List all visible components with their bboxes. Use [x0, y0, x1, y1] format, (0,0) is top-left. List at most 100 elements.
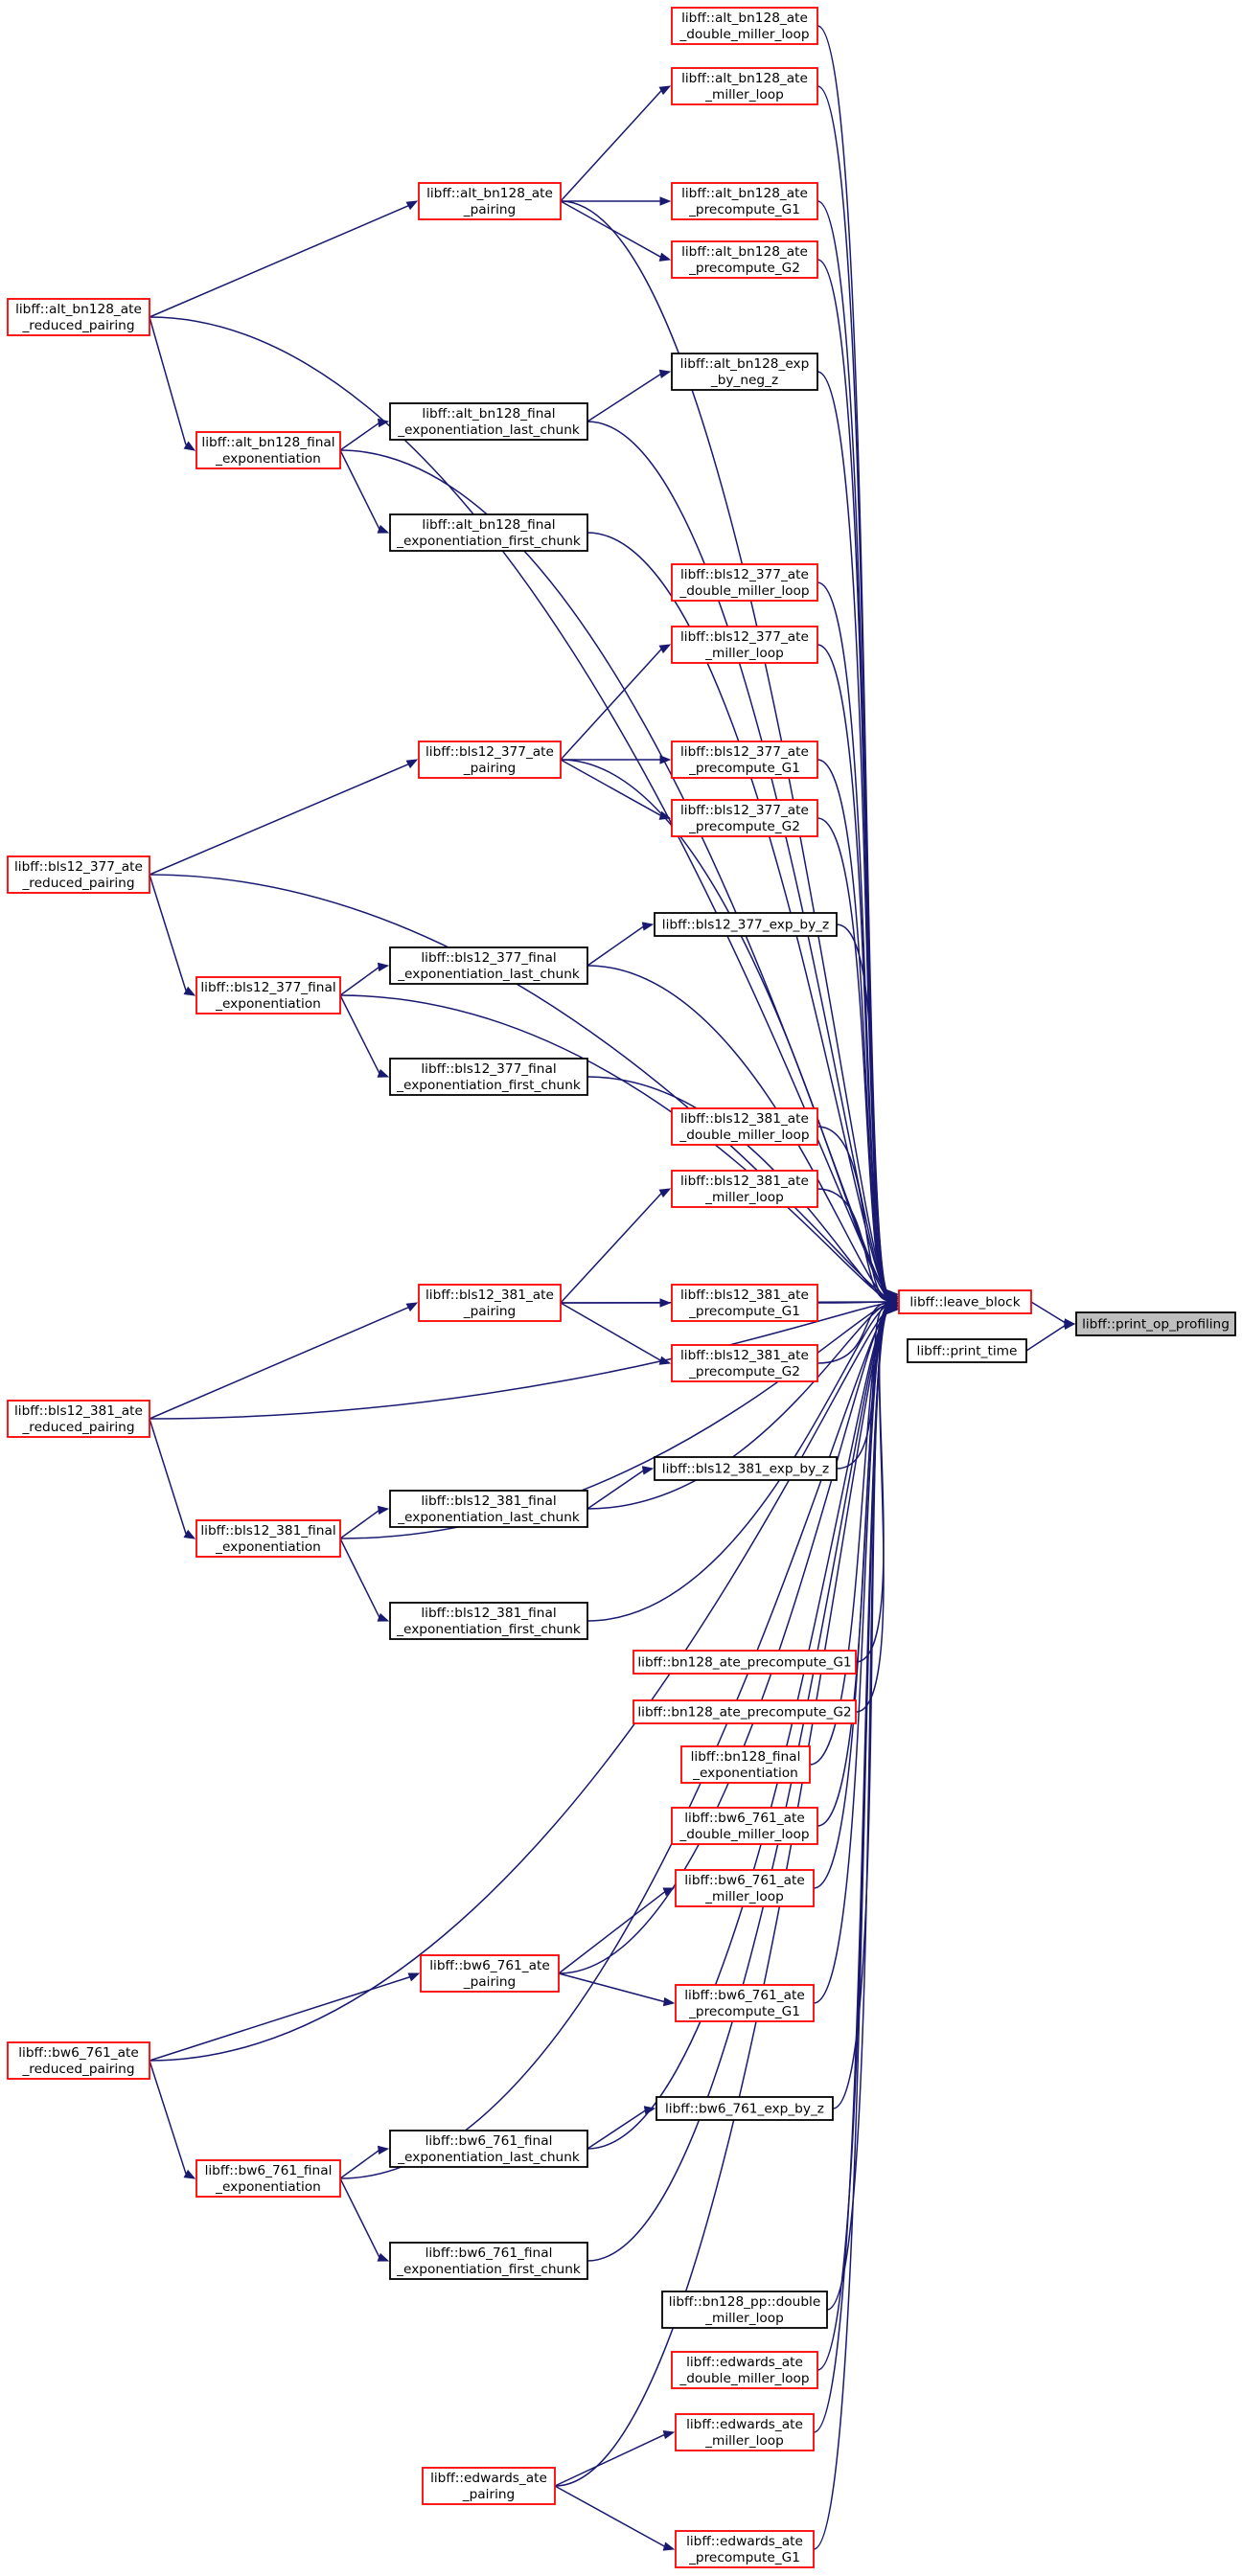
- node-label: libff::bw6_761_final: [426, 2133, 553, 2149]
- node-label: libff::bls12_377_final: [421, 1061, 556, 1077]
- node-box: [196, 431, 341, 469]
- node-alt-fef[interactable]: libff::alt_bn128_final_exponentiation_fi…: [389, 513, 588, 552]
- edge-arrowhead: [641, 1466, 655, 1475]
- node-label: libff::bls12_377_final: [200, 980, 335, 995]
- node-label: _precompute_G1: [688, 761, 800, 776]
- node-b377-pair[interactable]: libff::bls12_377_ate_pairing: [418, 741, 562, 779]
- node-b381-pg1[interactable]: libff::bls12_381_ate_precompute_G1: [671, 1284, 818, 1322]
- node-alt-dml[interactable]: libff::alt_bn128_ate_double_miller_loop: [671, 7, 818, 45]
- node-bw-fef[interactable]: libff::bw6_761_final_exponentiation_firs…: [389, 2242, 588, 2280]
- edge-arrowhead: [886, 1305, 899, 1314]
- node-label: libff::bls12_381_ate: [680, 1288, 809, 1303]
- node-box: [196, 2159, 341, 2198]
- node-box: [422, 2467, 556, 2505]
- edge-b381-fe-to-b381-fel: [339, 1509, 380, 1539]
- node-alt-fe[interactable]: libff::alt_bn128_final_exponentiation: [196, 431, 341, 469]
- node-label: _reduced_pairing: [21, 2062, 134, 2077]
- edge-b381-dml-to-leave-block: [816, 1126, 890, 1301]
- node-b381-pg2[interactable]: libff::bls12_381_ate_precompute_G2: [671, 1344, 818, 1382]
- edge-alt-pair-to-alt-pg2: [560, 200, 662, 259]
- node-leave-block[interactable]: libff::leave_block: [898, 1289, 1032, 1314]
- node-bw-dml[interactable]: libff::bw6_761_ate_double_miller_loop: [671, 1807, 818, 1845]
- node-alt-pair[interactable]: libff::alt_bn128_ate_pairing: [418, 182, 562, 220]
- node-b377-red[interactable]: libff::bls12_377_ate_reduced_pairing: [7, 855, 150, 894]
- node-bw-pair[interactable]: libff::bw6_761_ate_pairing: [420, 1954, 560, 1993]
- edge-alt-red-to-alt-pair: [149, 205, 409, 318]
- node-bn-pg2[interactable]: libff::bn128_ate_precompute_G2: [632, 1699, 857, 1724]
- edge-arrowhead: [662, 1887, 676, 1897]
- node-box: [671, 1344, 818, 1382]
- node-label: _exponentiation: [215, 451, 321, 467]
- node-ed-pair[interactable]: libff::edwards_ate_pairing: [422, 2467, 556, 2505]
- node-b381-fe[interactable]: libff::bls12_381_final_exponentiation: [196, 1519, 341, 1558]
- node-ed-pg1[interactable]: libff::edwards_ate_precompute_G1: [675, 2530, 815, 2568]
- node-label: libff::alt_bn128_ate: [681, 71, 808, 86]
- node-label: libff::bn128_ate_precompute_G1: [637, 1655, 851, 1671]
- node-b381-dml[interactable]: libff::bls12_381_ate_double_miller_loop: [671, 1107, 818, 1146]
- node-box: [656, 2096, 834, 2121]
- node-print-time[interactable]: libff::print_time: [907, 1338, 1027, 1363]
- edge-arrowhead: [659, 1298, 672, 1308]
- node-box: [675, 1984, 815, 2022]
- node-b377-pg1[interactable]: libff::bls12_377_ate_precompute_G1: [671, 741, 818, 779]
- node-b381-fel[interactable]: libff::bls12_381_final_exponentiation_la…: [389, 1490, 588, 1528]
- node-b377-ml[interactable]: libff::bls12_377_ate_miller_loop: [671, 626, 818, 664]
- node-b381-ml[interactable]: libff::bls12_381_ate_miller_loop: [671, 1170, 818, 1208]
- edge-arrowhead: [183, 1529, 196, 1539]
- node-b381-pair[interactable]: libff::bls12_381_ate_pairing: [418, 1284, 562, 1322]
- node-ed-ml[interactable]: libff::edwards_ate_miller_loop: [675, 2413, 815, 2451]
- node-box: [675, 2530, 815, 2568]
- node-ed-dml[interactable]: libff::edwards_ate_double_miller_loop: [671, 2351, 818, 2389]
- node-label: _reduced_pairing: [21, 1420, 134, 1435]
- node-b377-pg2[interactable]: libff::bls12_377_ate_precompute_G2: [671, 799, 818, 837]
- node-box: [389, 1058, 588, 1096]
- node-bn-fe[interactable]: libff::bn128_final_exponentiation: [680, 1745, 811, 1784]
- node-b377-exp[interactable]: libff::bls12_377_exp_by_z: [654, 912, 838, 937]
- node-label: libff::alt_bn128_ate: [681, 244, 808, 260]
- node-b381-red[interactable]: libff::bls12_381_ate_reduced_pairing: [7, 1400, 150, 1438]
- node-bw-exp[interactable]: libff::bw6_761_exp_by_z: [656, 2096, 834, 2121]
- node-bnpp-dml[interactable]: libff::bn128_pp::double_miller_loop: [661, 2291, 828, 2329]
- node-alt-pg2[interactable]: libff::alt_bn128_ate_precompute_G2: [671, 240, 818, 279]
- node-b381-fef[interactable]: libff::bls12_381_final_exponentiation_fi…: [389, 1602, 588, 1640]
- node-bn-pg1[interactable]: libff::bn128_ate_precompute_G1: [632, 1650, 857, 1675]
- node-label: _miller_loop: [704, 2433, 784, 2449]
- node-label: _pairing: [463, 1304, 517, 1319]
- node-label: libff::bls12_381_ate: [14, 1403, 143, 1419]
- node-box: [7, 2041, 150, 2080]
- node-alt-ml[interactable]: libff::alt_bn128_ate_miller_loop: [671, 67, 818, 105]
- node-bw-fel[interactable]: libff::bw6_761_final_exponentiation_last…: [389, 2130, 588, 2168]
- node-label: _precompute_G1: [688, 2004, 800, 2019]
- node-alt-fel[interactable]: libff::alt_bn128_final_exponentiation_la…: [389, 402, 588, 441]
- node-box: [632, 1699, 857, 1724]
- node-label: _miller_loop: [704, 87, 784, 103]
- node-bw-red[interactable]: libff::bw6_761_ate_reduced_pairing: [7, 2041, 150, 2080]
- edge-arrowhead: [405, 1302, 419, 1312]
- node-bw-ml[interactable]: libff::bw6_761_ate_miller_loop: [675, 1869, 815, 1907]
- node-label: libff::bls12_381_final: [200, 1523, 335, 1539]
- node-b381-exp[interactable]: libff::bls12_381_exp_by_z: [654, 1456, 838, 1481]
- node-b377-fe[interactable]: libff::bls12_377_final_exponentiation: [196, 976, 341, 1014]
- node-alt-red[interactable]: libff::alt_bn128_ate_reduced_pairing: [7, 298, 150, 336]
- node-b377-fef[interactable]: libff::bls12_377_final_exponentiation_fi…: [389, 1058, 588, 1096]
- node-bw-pg1[interactable]: libff::bw6_761_ate_precompute_G1: [675, 1984, 815, 2022]
- node-label: _pairing: [463, 761, 517, 776]
- node-alt-exp[interactable]: libff::alt_bn128_exp_by_neg_z: [671, 353, 818, 391]
- node-label: libff::alt_bn128_exp: [680, 356, 810, 372]
- node-label: libff::bls12_377_exp_by_z: [662, 918, 829, 933]
- node-label: libff::bls12_381_ate: [680, 1174, 809, 1189]
- edge-arrowhead: [658, 810, 672, 820]
- node-box: [671, 7, 818, 45]
- node-label: libff::bls12_377_ate: [14, 859, 143, 875]
- node-box: [671, 626, 818, 664]
- edge-alt-fe-to-alt-fef: [339, 449, 380, 530]
- node-box: [418, 741, 562, 779]
- node-box: [389, 1602, 588, 1640]
- node-b377-fel[interactable]: libff::bls12_377_final_exponentiation_la…: [389, 946, 588, 985]
- node-label: _pairing: [463, 202, 517, 217]
- node-label: libff::bls12_377_final: [421, 950, 556, 966]
- node-label: _precompute_G2: [688, 819, 800, 834]
- node-alt-pg1[interactable]: libff::alt_bn128_ate_precompute_G1: [671, 182, 818, 220]
- node-bw-fe[interactable]: libff::bw6_761_final_exponentiation: [196, 2159, 341, 2198]
- node-b377-dml[interactable]: libff::bls12_377_ate_double_miller_loop: [671, 563, 818, 602]
